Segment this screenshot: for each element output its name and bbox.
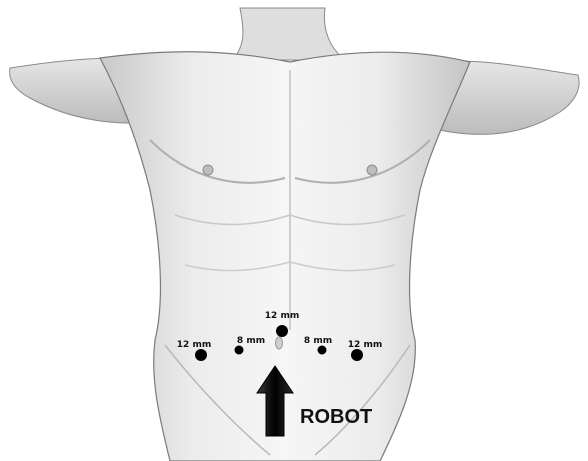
port-right-lateral-label: 12 mm [348,340,382,350]
navel [276,337,283,349]
port-left-medial-label: 8 mm [237,336,265,346]
port-left-lateral-label: 12 mm [177,340,211,350]
robot-label: ROBOT [300,406,372,428]
neck [232,8,345,60]
port-right-lateral-12mm [351,349,363,361]
port-left-lateral-12mm [195,349,207,361]
left-nipple [203,165,213,175]
port-right-medial-8mm [318,346,327,355]
port-camera-label: 12 mm [265,311,299,321]
port-left-medial-8mm [235,346,244,355]
trunk [100,52,470,461]
right-nipple [367,165,377,175]
port-right-medial-label: 8 mm [304,336,332,346]
torso-illustration [10,8,579,461]
port-camera-12mm [276,325,288,337]
